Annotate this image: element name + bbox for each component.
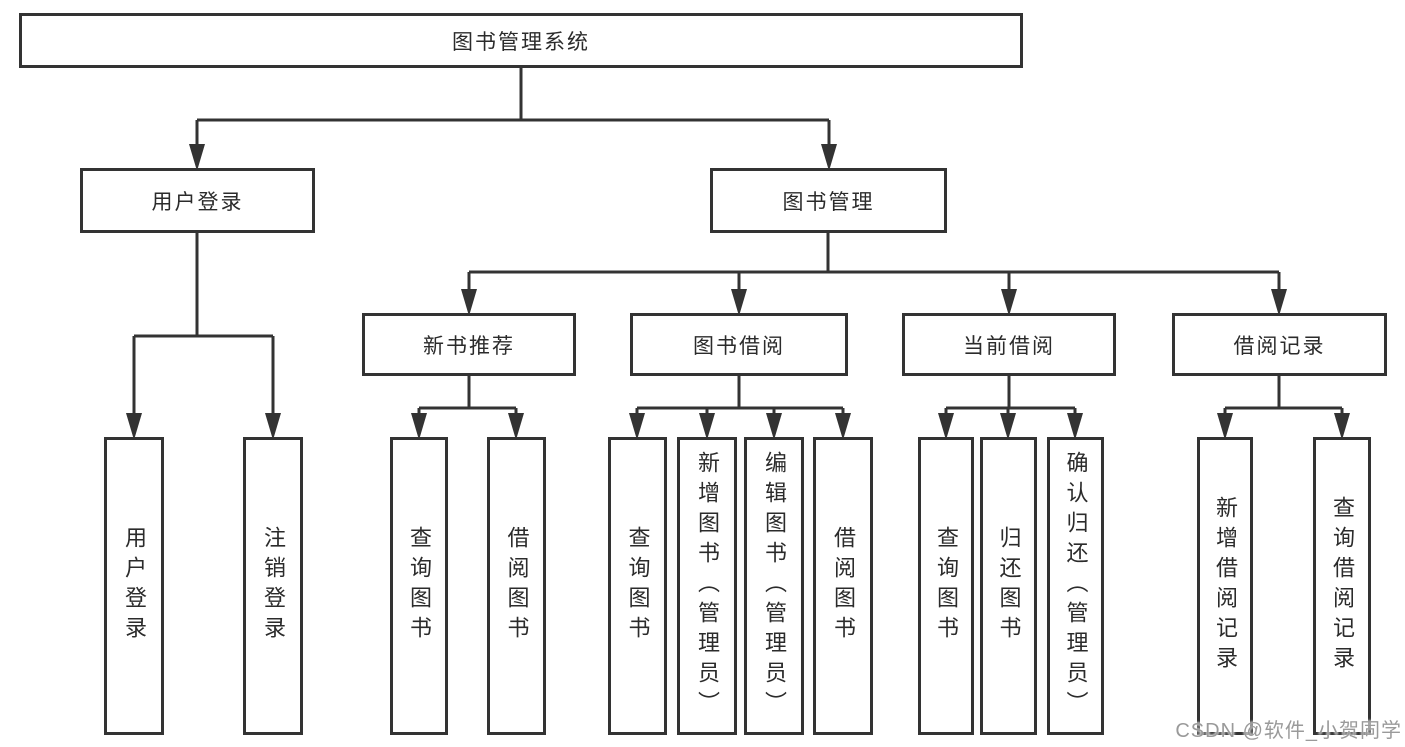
leaf-newbook-query: 查询图书 [390, 437, 448, 735]
node-current-borrow: 当前借阅 [902, 313, 1116, 376]
leaf-borrow-query: 查询图书 [608, 437, 667, 735]
leaf-label: 查询图书 [625, 526, 651, 646]
node-root: 图书管理系统 [19, 13, 1023, 68]
leaf-label: 确认归还（管理员） [1063, 451, 1089, 721]
leaf-records-add: 新增借阅记录 [1197, 437, 1253, 735]
leaf-label: 查询借阅记录 [1330, 496, 1355, 676]
leaf-label: 新增借阅记录 [1213, 496, 1238, 676]
leaf-current-return: 归还图书 [980, 437, 1037, 735]
leaf-records-query: 查询借阅记录 [1313, 437, 1371, 735]
leaf-label: 借阅图书 [831, 526, 856, 646]
leaf-current-query: 查询图书 [918, 437, 974, 735]
leaf-label: 归还图书 [996, 526, 1022, 646]
leaf-label: 查询图书 [934, 526, 959, 646]
leaf-label: 借阅图书 [504, 526, 530, 646]
leaf-label: 编辑图书（管理员） [762, 451, 787, 721]
node-book-borrow: 图书借阅 [630, 313, 848, 376]
leaf-newbook-borrow: 借阅图书 [487, 437, 546, 735]
leaf-current-confirm-admin: 确认归还（管理员） [1047, 437, 1104, 735]
leaf-borrow-add-admin: 新增图书（管理员） [677, 437, 737, 735]
leaf-borrow-borrow: 借阅图书 [813, 437, 873, 735]
leaf-logout: 注销登录 [243, 437, 303, 735]
leaf-label: 注销登录 [261, 526, 286, 646]
leaf-user-login: 用户登录 [104, 437, 164, 735]
node-user-login: 用户登录 [80, 168, 315, 233]
leaf-label: 新增图书（管理员） [695, 451, 720, 721]
arrowheads [126, 144, 1350, 440]
node-new-book-recommend: 新书推荐 [362, 313, 576, 376]
leaf-borrow-edit-admin: 编辑图书（管理员） [744, 437, 804, 735]
node-borrow-records: 借阅记录 [1172, 313, 1387, 376]
leaf-label: 用户登录 [122, 526, 147, 646]
leaf-label: 查询图书 [407, 526, 432, 646]
csdn-watermark: CSDN @软件_小贺同学 [1175, 720, 1402, 742]
node-book-management: 图书管理 [710, 168, 947, 233]
